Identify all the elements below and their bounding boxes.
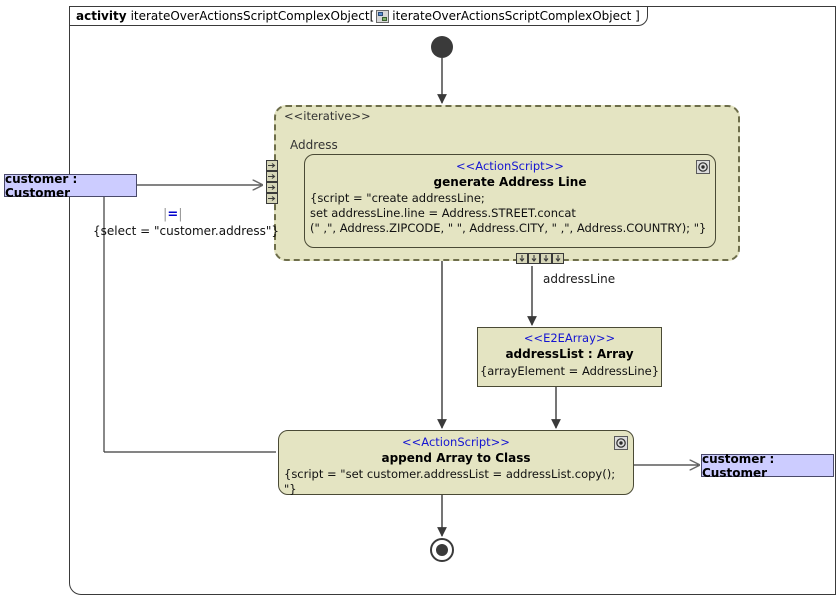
action-append-array-to-class[interactable]: <<ActionScript>> append Array to Class {… bbox=[278, 430, 634, 496]
activity-final-node[interactable] bbox=[430, 538, 454, 562]
object-node-address-list[interactable]: <<E2EArray>> addressList : Array {arrayE… bbox=[477, 327, 662, 387]
input-pin[interactable] bbox=[266, 160, 278, 171]
expansion-region-stereotype: <<iterative>> bbox=[284, 109, 371, 123]
expansion-region-parameter-label: Address bbox=[290, 138, 338, 152]
select-marker: |=| bbox=[163, 207, 183, 222]
object-node-title: addressList : Array bbox=[505, 347, 634, 361]
action-stereotype: <<ActionScript>> bbox=[402, 435, 510, 449]
initial-node[interactable] bbox=[431, 36, 453, 58]
activity-keyword: activity bbox=[76, 9, 127, 23]
object-node-stereotype: <<E2EArray>> bbox=[523, 331, 616, 345]
action-script-body: {script = "set customer.addressList = ad… bbox=[284, 467, 616, 496]
diagram-icon bbox=[376, 9, 390, 23]
object-customer-output[interactable]: customer : Customer bbox=[701, 452, 834, 480]
action-script-body: {script = "create addressLine; set addre… bbox=[310, 191, 707, 235]
output-pin[interactable] bbox=[516, 253, 528, 264]
object-customer-input[interactable]: customer : Customer bbox=[4, 172, 137, 200]
expansion-region-output-pins[interactable] bbox=[516, 253, 564, 264]
output-pin[interactable] bbox=[528, 253, 540, 264]
select-marker-symbol: = bbox=[167, 207, 179, 222]
input-pin[interactable] bbox=[266, 193, 278, 204]
input-pin[interactable] bbox=[266, 182, 278, 193]
input-pin[interactable] bbox=[266, 171, 278, 182]
object-node-body: {arrayElement = AddressLine} bbox=[479, 364, 660, 378]
action-stereotype: <<ActionScript>> bbox=[456, 159, 564, 173]
activity-frame-title: activity iterateOverActionsScriptComplex… bbox=[69, 6, 648, 26]
activity-name: iterateOverActionsScriptComplexObject[ bbox=[130, 9, 375, 23]
expansion-region-input-pins[interactable] bbox=[266, 160, 278, 204]
output-pin[interactable] bbox=[540, 253, 552, 264]
activity-frame bbox=[69, 6, 836, 595]
select-constraint-text: {select = "customer.address"} bbox=[93, 224, 280, 238]
output-pin[interactable] bbox=[552, 253, 564, 264]
output-pin-label: addressLine bbox=[543, 272, 616, 286]
action-title: generate Address Line bbox=[433, 175, 587, 189]
action-gear-icon bbox=[696, 160, 710, 174]
action-title: append Array to Class bbox=[381, 451, 531, 465]
action-generate-address-line[interactable]: <<ActionScript>> generate Address Line {… bbox=[304, 154, 716, 248]
action-gear-icon bbox=[614, 436, 628, 450]
activity-diagram-name: iterateOverActionsScriptComplexObject ] bbox=[392, 9, 640, 23]
